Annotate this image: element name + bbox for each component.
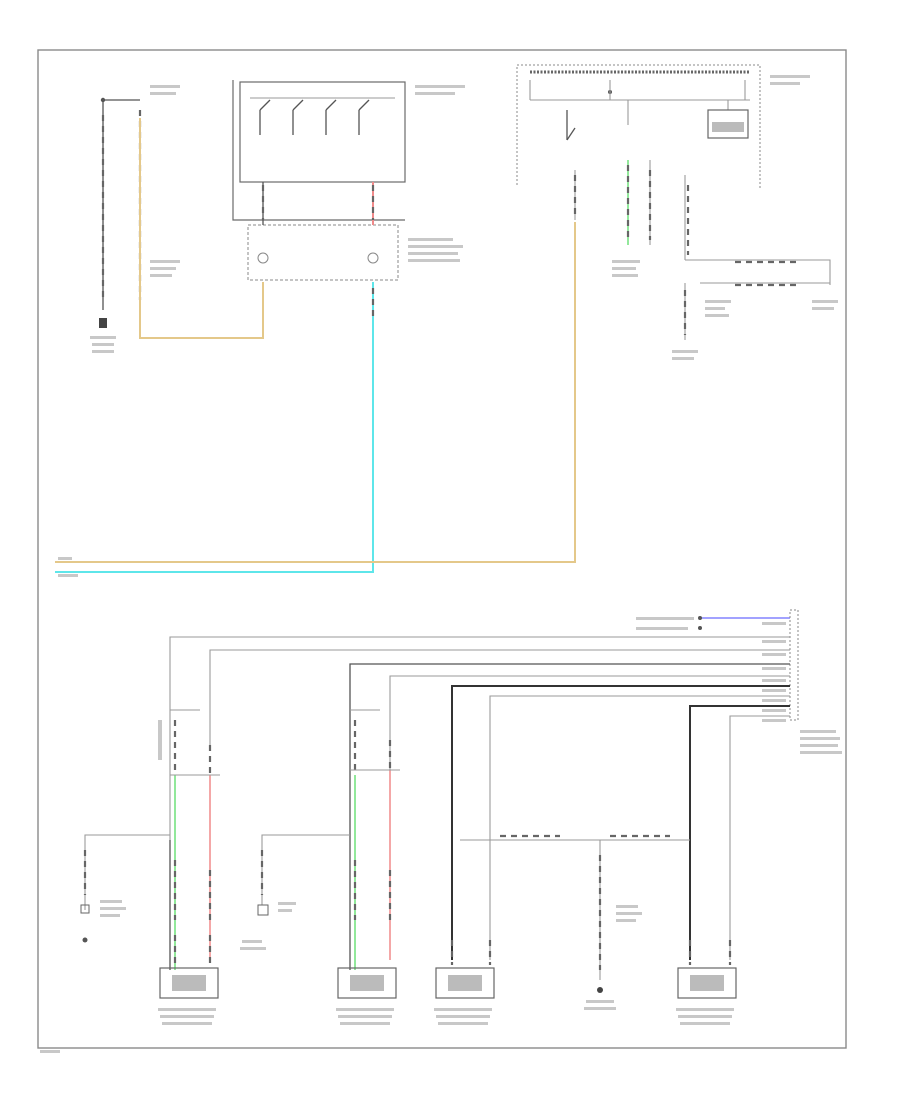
ground-terminal-icon xyxy=(99,318,107,328)
switch-icon xyxy=(80,904,90,914)
motor-icon xyxy=(707,109,749,139)
tan-wire-left xyxy=(139,118,264,339)
switch-box xyxy=(239,81,406,183)
cyan-wire xyxy=(55,282,374,573)
sensor-bus xyxy=(169,609,842,960)
sensor-icon xyxy=(159,967,219,999)
sensor-1 xyxy=(80,709,220,1025)
module-pin-icon xyxy=(257,252,269,264)
sensor-3 xyxy=(434,834,690,1025)
sensor-icon xyxy=(337,967,397,999)
control-module xyxy=(247,224,399,281)
sensor-icon xyxy=(435,967,495,999)
control-switch-assembly xyxy=(232,80,465,281)
right-top-module xyxy=(516,64,838,360)
sensor-2 xyxy=(240,709,400,1025)
diagram-frame xyxy=(37,49,847,1049)
module-pin-icon xyxy=(367,252,379,264)
sensor-4 xyxy=(676,940,737,1025)
sensor-icon xyxy=(677,967,737,999)
footer-mark xyxy=(40,1050,60,1053)
switch-icon xyxy=(257,904,269,916)
left-ground-circuit xyxy=(90,85,180,353)
center-ground xyxy=(584,840,642,1010)
tan-wire-long xyxy=(55,222,576,563)
